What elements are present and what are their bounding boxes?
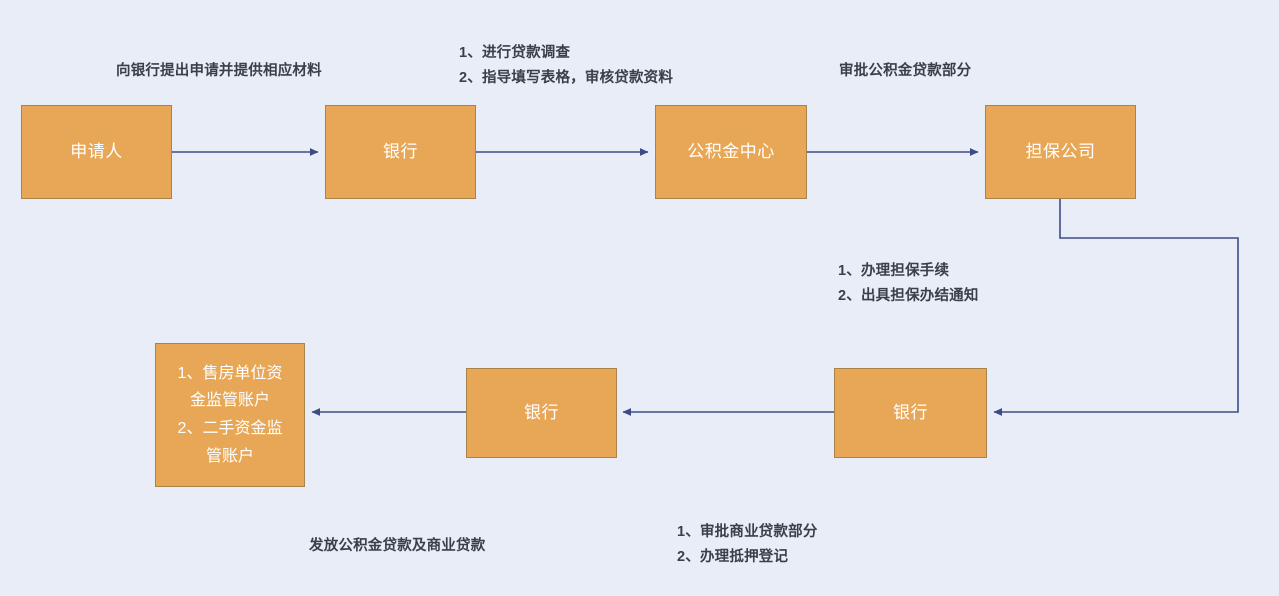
node-escrow-accounts[interactable]: 1、售房单位资 金监管账户 2、二手资金监 管账户 (155, 343, 305, 487)
node-bank-top[interactable]: 银行 (325, 105, 476, 199)
node-escrow-accounts-label: 1、售房单位资 金监管账户 2、二手资金监 管账户 (177, 364, 283, 465)
node-applicant-label: 申请人 (70, 141, 123, 161)
annotation-apply: 向银行提出申请并提供相应材料 (116, 63, 322, 79)
node-fund-center-label: 公积金中心 (687, 141, 775, 161)
annotation-disburse: 发放公积金贷款及商业贷款 (309, 538, 486, 554)
node-fund-center[interactable]: 公积金中心 (655, 105, 807, 199)
annotation-approve-fund: 审批公积金贷款部分 (839, 63, 972, 79)
annotation-guarantee: 1、办理担保手续 2、出具担保办结通知 (838, 263, 979, 304)
edge-guarantor-to-bank-bottom-right (993, 199, 1239, 416)
annotation-survey: 1、进行贷款调查 2、指导填写表格，审核贷款资料 (459, 45, 674, 86)
node-guarantor[interactable]: 担保公司 (985, 105, 1136, 199)
node-bank-bottom-right[interactable]: 银行 (834, 368, 987, 458)
node-bank-bottom-mid-label: 银行 (524, 402, 559, 422)
annotation-commercial: 1、审批商业贷款部分 2、办理抵押登记 (677, 524, 818, 565)
node-guarantor-label: 担保公司 (1025, 141, 1096, 161)
node-bank-bottom-right-label: 银行 (893, 402, 928, 422)
node-applicant[interactable]: 申请人 (21, 105, 172, 199)
node-bank-bottom-mid[interactable]: 银行 (466, 368, 617, 458)
node-bank-top-label: 银行 (383, 141, 418, 161)
